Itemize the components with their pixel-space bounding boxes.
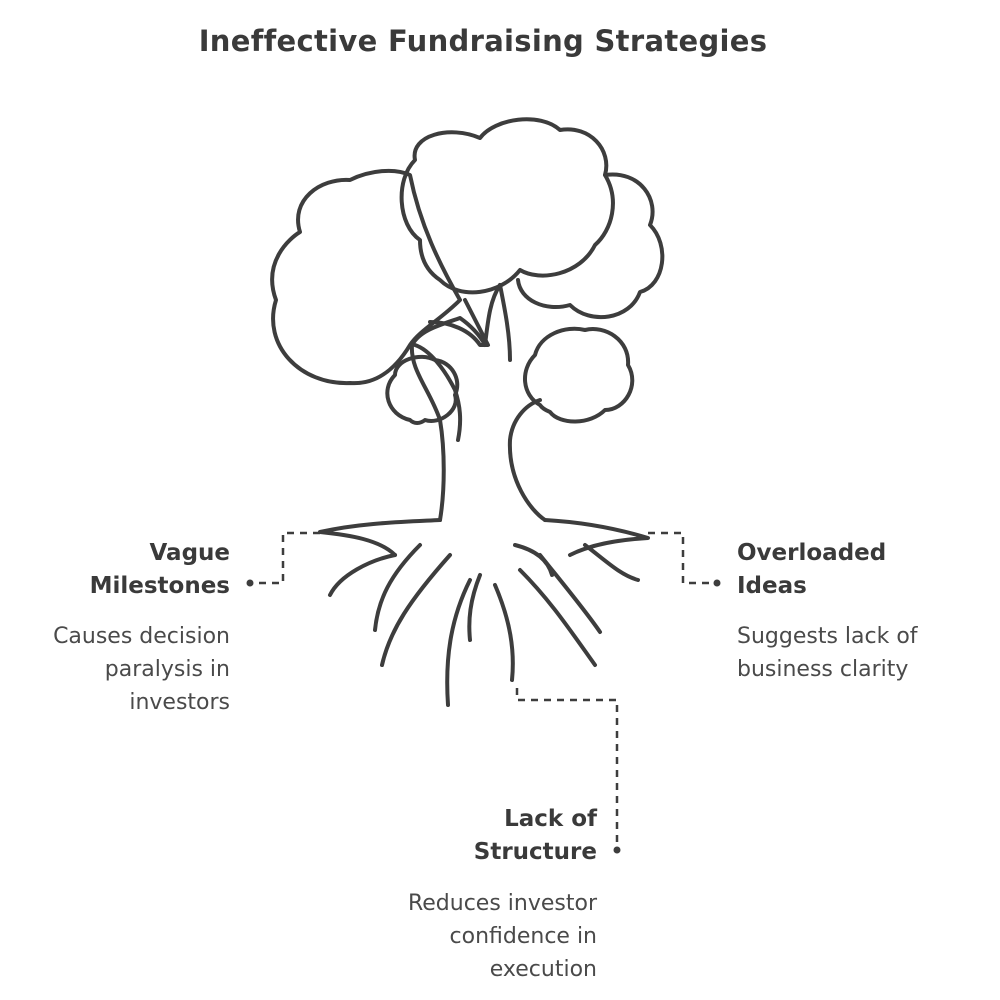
branch-left: [428, 298, 490, 347]
connector-overloaded: [648, 531, 717, 585]
root-center: [467, 573, 482, 642]
root-main-right: [543, 518, 650, 557]
foliage-right: [516, 172, 665, 320]
root-right-down: [518, 568, 597, 667]
foliage-small-left: [385, 354, 460, 425]
node-description-vague-milestones: Causes decision paralysis in investors: [53, 624, 230, 715]
root-main-left: [318, 518, 442, 557]
root-far-right: [583, 543, 640, 582]
trunk-inner: [498, 283, 512, 362]
connector-vague: [250, 531, 320, 585]
connector-dot-structure: [613, 846, 621, 854]
node-label-overloaded-ideas: Overloaded Ideas: [737, 540, 887, 599]
node-label-vague-milestones: Vague Milestones: [89, 540, 230, 599]
diagram-title: Ineffective Fundraising Strategies: [198, 24, 768, 58]
root-far-left: [328, 553, 397, 597]
connector-dot-vague: [246, 579, 254, 587]
root-left-mid: [373, 543, 422, 632]
node-description-lack-of-structure: Reduces investor confidence in execution: [407, 891, 597, 982]
connector-dot-overloaded: [713, 579, 721, 587]
root-center-left: [445, 578, 472, 707]
node-description-overloaded-ideas: Suggests lack of business clarity: [737, 624, 918, 682]
foliage-top: [399, 117, 615, 295]
root-center-right: [493, 583, 515, 682]
connector-structure: [515, 688, 619, 850]
node-label-lack-of-structure: Lack of Structure: [473, 806, 597, 865]
trunk-right: [507, 398, 547, 522]
branch-left-2: [413, 343, 463, 442]
root-right-small: [513, 543, 554, 577]
foliage-small-right: [522, 326, 635, 424]
root-left-down: [380, 553, 452, 667]
foliage-left: [270, 168, 462, 386]
